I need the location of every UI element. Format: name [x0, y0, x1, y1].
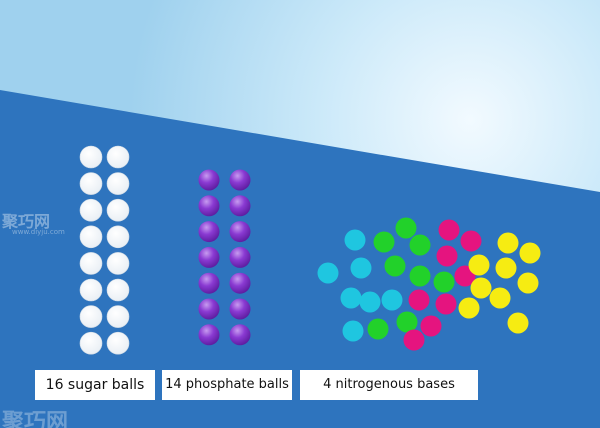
- cyan-base-ball: [350, 257, 372, 279]
- phosphate-ball: [198, 324, 220, 346]
- sugar-balls-label: 16 sugar balls: [35, 370, 155, 400]
- phosphate-ball: [229, 324, 251, 346]
- phosphate-ball: [229, 272, 251, 294]
- ball-groups: [79, 145, 541, 355]
- green-base-ball: [367, 318, 389, 340]
- sugar-ball: [79, 145, 103, 169]
- green-base-ball: [409, 265, 431, 287]
- yellow-base-ball: [497, 232, 519, 254]
- magenta-base-ball: [436, 245, 458, 267]
- watermark-url: www.diyju.com: [12, 228, 65, 236]
- magenta-base-ball: [460, 230, 482, 252]
- sugar-ball: [106, 198, 130, 222]
- magenta-base-ball: [420, 315, 442, 337]
- yellow-base-ball: [507, 312, 529, 334]
- sugar-ball: [106, 172, 130, 195]
- sugar-ball: [79, 278, 103, 302]
- cyan-base-ball: [340, 287, 362, 309]
- sugar-ball: [106, 305, 130, 328]
- green-base-ball: [373, 231, 395, 253]
- phosphate-ball: [229, 169, 251, 191]
- phosphate-ball: [229, 195, 251, 217]
- phosphate-ball: [198, 246, 220, 268]
- sugar-ball: [106, 331, 130, 355]
- blue-panel: [0, 90, 600, 428]
- sugar-ball: [79, 305, 103, 328]
- cyan-base-ball: [381, 289, 403, 311]
- sugar-ball: [106, 145, 130, 169]
- cyan-base-ball: [344, 229, 366, 251]
- green-base-ball: [433, 271, 455, 293]
- sugar-ball: [106, 252, 130, 275]
- phosphate-ball: [198, 298, 220, 320]
- phosphate-ball: [198, 221, 220, 243]
- magenta-base-ball: [438, 219, 460, 241]
- cyan-base-ball: [317, 262, 339, 284]
- yellow-base-ball: [495, 257, 517, 279]
- watermark-logo-bottom: 聚巧网: [2, 410, 69, 428]
- yellow-base-ball: [470, 277, 492, 299]
- sugar-ball: [79, 252, 103, 275]
- yellow-base-ball: [468, 254, 490, 276]
- cyan-base-ball: [359, 291, 381, 313]
- watermark-logo: 聚巧网: [2, 212, 51, 231]
- phosphate-ball: [229, 246, 251, 268]
- magenta-base-ball: [403, 329, 425, 351]
- yellow-base-ball: [519, 242, 541, 264]
- sugar-ball: [79, 172, 103, 195]
- sugar-ball: [79, 331, 103, 355]
- phosphate-ball: [229, 221, 251, 243]
- sugar-ball: [106, 278, 130, 302]
- magenta-base-ball: [435, 293, 457, 315]
- green-base-ball: [395, 217, 417, 239]
- green-base-ball: [409, 234, 431, 256]
- nitrogenous-bases-label: 4 nitrogenous bases: [300, 370, 478, 400]
- sugar-ball: [106, 225, 130, 249]
- yellow-base-ball: [458, 297, 480, 319]
- phosphate-balls-label: 14 phosphate balls: [162, 370, 292, 400]
- phosphate-ball: [198, 272, 220, 294]
- sugar-ball: [79, 225, 103, 249]
- phosphate-ball: [198, 195, 220, 217]
- cyan-base-ball: [342, 320, 364, 342]
- magenta-base-ball: [408, 289, 430, 311]
- phosphate-ball: [198, 169, 220, 191]
- green-base-ball: [396, 311, 418, 333]
- green-base-ball: [384, 255, 406, 277]
- yellow-base-ball: [517, 272, 539, 294]
- phosphate-ball: [229, 298, 251, 320]
- sugar-ball: [79, 198, 103, 222]
- yellow-base-ball: [489, 287, 511, 309]
